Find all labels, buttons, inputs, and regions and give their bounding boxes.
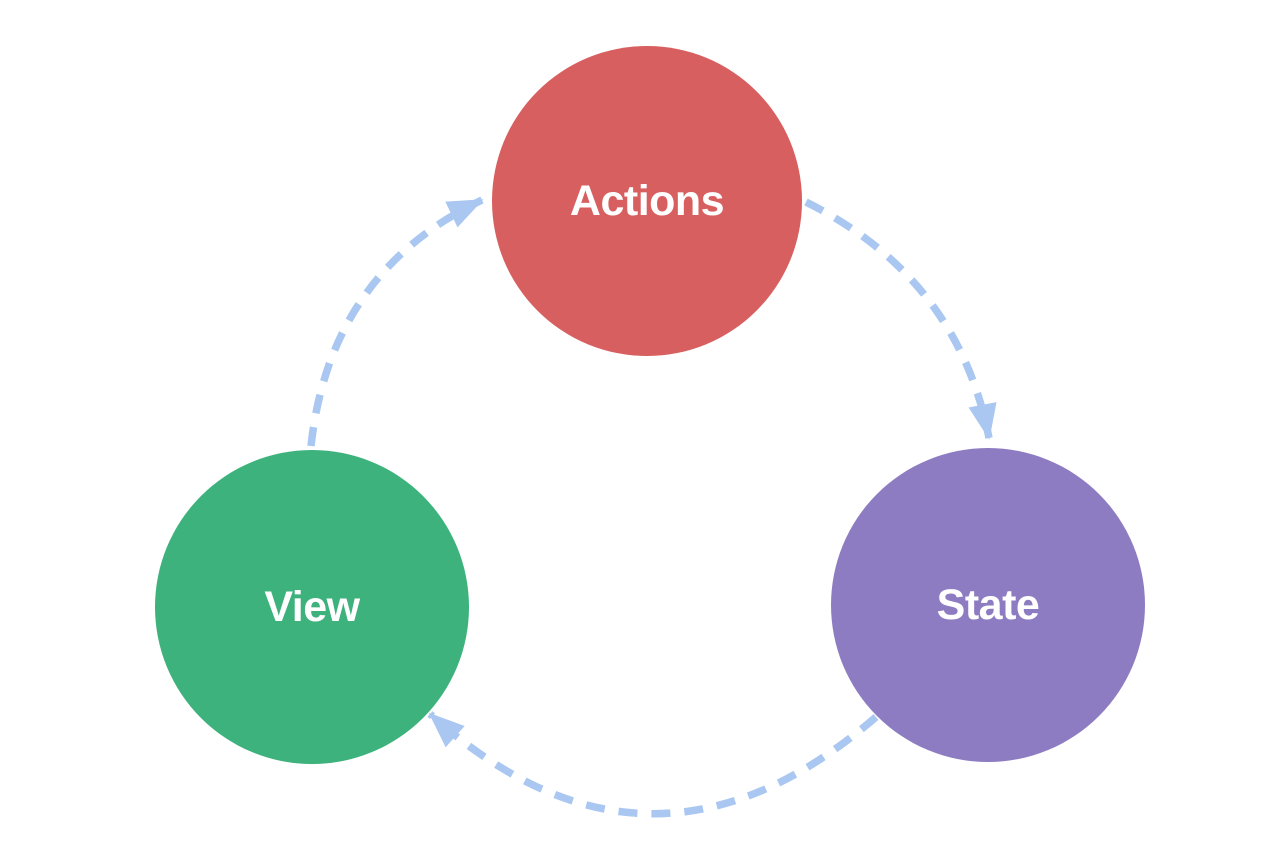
node-actions-circle: Actions bbox=[492, 46, 802, 356]
arrow-view-to-actions bbox=[307, 196, 484, 447]
arrow-state-to-view bbox=[427, 711, 879, 818]
node-state-label: State bbox=[936, 580, 1040, 629]
node-view-label: View bbox=[264, 582, 360, 631]
node-view-circle: View bbox=[155, 450, 469, 764]
arrow-actions-to-state bbox=[804, 198, 997, 440]
node-actions-label: Actions bbox=[569, 176, 725, 225]
node-state-circle: State bbox=[831, 448, 1145, 762]
